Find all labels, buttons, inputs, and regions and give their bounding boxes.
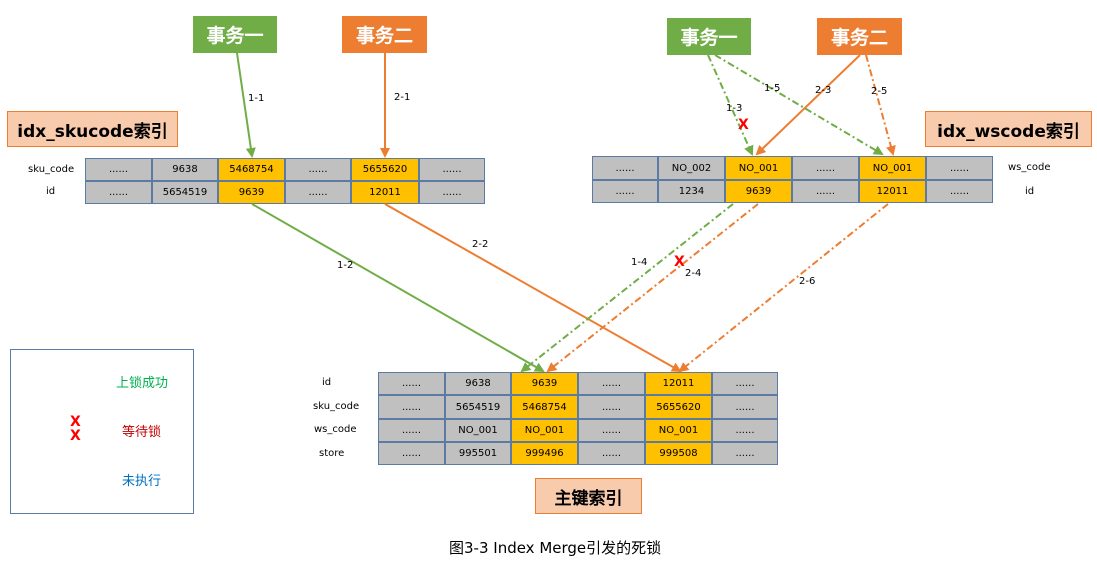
transaction-one-box-right: 事务一 [667,18,751,55]
sku-cell-0-4: 5655620 [351,158,419,181]
ws-cell-1-5: ...... [926,180,993,203]
edge-label-2-1: 2-1 [394,92,411,103]
edge-2-5 [865,54,896,156]
primary-cell-3-4: 999508 [645,442,712,465]
ws-cell-1-0: ...... [592,180,658,203]
edge-label-2-6: 2-6 [799,276,816,287]
sku-cell-0-1: 9638 [152,158,218,181]
primary-cell-3-0: ...... [378,442,445,465]
transaction-one-box-left: 事务一 [193,16,277,53]
ws-cell-0-5: ...... [926,156,993,180]
primary-cell-2-1: NO_001 [445,419,511,442]
edge-2-4 [546,203,759,373]
ws-cell-0-4: NO_001 [859,156,926,180]
edge-label-1-4: 1-4 [631,257,648,268]
edge-1-4 [520,203,734,373]
primary-cell-2-0: ...... [378,419,445,442]
primary-cell-0-0: ...... [378,372,445,395]
edge-label-2-4: 2-4 [685,268,702,279]
sku-cell-1-3: ...... [285,181,351,204]
primary-cell-1-4: 5655620 [645,395,712,419]
primary-cell-1-3: ...... [578,395,645,419]
primary-cell-1-2: 5468754 [511,395,578,419]
ws-index-title: idx_wscode索引 [925,111,1092,147]
primary-cell-3-2: 999496 [511,442,578,465]
legend-x-mark-1: X [70,414,81,430]
ws-cell-1-2: 9639 [725,180,792,203]
sku-cell-1-4: 12011 [351,181,419,204]
wait-x-mark-2-4: X [674,254,685,270]
ws-row-label-1: id [1025,186,1035,197]
ws-row-label-0: ws_code [1008,162,1051,173]
primary-cell-1-0: ...... [378,395,445,419]
figure-caption: 图3-3 Index Merge引发的死锁 [449,539,662,557]
sku-index-title: idx_skucode索引 [7,111,178,147]
primary-cell-2-2: NO_001 [511,419,578,442]
edge-2-3 [755,54,861,156]
edge-1-2 [251,203,545,372]
legend-locked-text: 上锁成功 [116,376,169,391]
sku-cell-1-1: 5654519 [152,181,218,204]
ws-cell-1-3: ...... [792,180,859,203]
primary-row-label-3: store [319,448,345,459]
ws-cell-0-0: ...... [592,156,658,180]
legend-pending-text: 未执行 [122,474,162,489]
primary-cell-3-5: ...... [712,442,778,465]
ws-cell-0-2: NO_001 [725,156,792,180]
primary-row-label-2: ws_code [314,424,357,435]
primary-cell-1-5: ...... [712,395,778,419]
sku-cell-0-5: ...... [419,158,485,181]
primary-cell-0-5: ...... [712,372,778,395]
sku-row-label-1: id [46,186,56,197]
sku-cell-0-3: ...... [285,158,351,181]
sku-cell-1-2: 9639 [218,181,285,204]
edge-1-1 [236,52,256,158]
sku-cell-1-0: ...... [85,181,152,204]
primary-row-label-1: sku_code [313,401,360,412]
edge-label-2-2: 2-2 [472,239,489,250]
sku-cell-0-2: 5468754 [218,158,285,181]
primary-cell-2-4: NO_001 [645,419,712,442]
legend-box [10,349,194,514]
primary-cell-2-3: ...... [578,419,645,442]
transaction-two-box-left: 事务二 [342,16,427,53]
edge-label-1-3: 1-3 [726,103,743,114]
edge-1-3 [707,54,754,156]
legend-waiting-text: 等待锁 [122,425,162,440]
ws-cell-0-1: NO_002 [658,156,725,180]
primary-cell-3-3: ...... [578,442,645,465]
primary-cell-1-1: 5654519 [445,395,511,419]
primary-cell-3-1: 995501 [445,442,511,465]
legend-x-mark-2: X [70,428,81,444]
edge-label-1-5: 1-5 [764,83,781,94]
edge-label-1-1: 1-1 [248,93,265,104]
edge-label-2-3: 2-3 [815,85,832,96]
sku-cell-1-5: ...... [419,181,485,204]
wait-x-mark-1-3: X [738,117,749,133]
edge-2-6 [678,203,889,373]
primary-cell-2-5: ...... [712,419,778,442]
primary-row-label-0: id [322,377,332,388]
edge-label-2-5: 2-5 [871,86,888,97]
primary-cell-0-2: 9639 [511,372,578,395]
transaction-two-box-right: 事务二 [817,18,902,55]
edge-2-2 [384,203,682,372]
sku-cell-0-0: ...... [85,158,152,181]
edge-label-1-2: 1-2 [337,260,354,271]
ws-cell-1-1: 1234 [658,180,725,203]
primary-cell-0-3: ...... [578,372,645,395]
ws-cell-0-3: ...... [792,156,859,180]
ws-cell-1-4: 12011 [859,180,926,203]
edge-1-5 [714,54,884,156]
sku-row-label-0: sku_code [28,164,75,175]
primary-cell-0-4: 12011 [645,372,712,395]
primary-index-title: 主键索引 [535,478,642,514]
primary-cell-0-1: 9638 [445,372,511,395]
